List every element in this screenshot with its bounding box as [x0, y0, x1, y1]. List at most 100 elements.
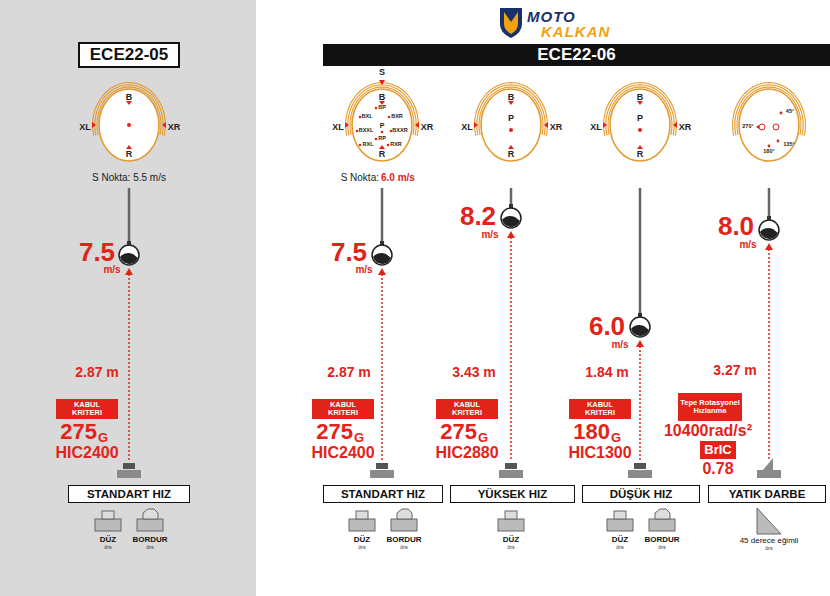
impact-arrow: [508, 101, 514, 105]
test-name-box: DÜŞÜK HIZ: [582, 485, 700, 503]
acceleration-limit: 275: [440, 421, 477, 443]
unit-label: G: [478, 431, 488, 444]
impact-point: [638, 128, 642, 132]
impact-point: [388, 116, 391, 119]
impact-point: [375, 138, 378, 141]
impact-point: [359, 116, 362, 119]
speed-note: 6.0 m/s: [381, 173, 415, 183]
impact-point-label: R: [508, 150, 515, 159]
anvil-icon-kerb: [143, 509, 158, 519]
criteria-badge: KABUL KRITERI: [569, 399, 631, 419]
logo-shield-inner: [504, 12, 518, 34]
impact-point: [127, 123, 131, 127]
drop-height-line: [639, 346, 641, 460]
anvil-base: [757, 470, 781, 478]
helmet-shell: [372, 245, 392, 265]
impact-arrow: [508, 145, 514, 149]
impact-arrow: [379, 80, 385, 85]
helmet-shell-line: [475, 83, 548, 136]
impact-arrow: [603, 122, 607, 128]
anvil-subtitle: örs: [104, 545, 112, 551]
anvil-subtitle: örs: [146, 545, 154, 551]
rotational-limit: 10400rad/s²: [664, 423, 752, 439]
anvil-icon: [649, 509, 675, 531]
drop-arrow: [507, 231, 515, 238]
speed-unit: m/s: [739, 240, 756, 250]
anvil-icon: [757, 508, 781, 534]
anvil-name: BORDUR: [644, 536, 679, 544]
hic-limit: HIC1300: [568, 445, 631, 461]
test-name-box: YÜKSEK HIZ: [450, 485, 575, 503]
anvil-icon-base: [607, 519, 633, 531]
impact-arrow: [126, 145, 132, 149]
helmet-visor: [760, 228, 778, 239]
acceleration-limit: 275: [316, 421, 353, 443]
impact-point-label: 270°: [742, 124, 753, 130]
anvil-icon-base: [349, 519, 375, 531]
box-text: KABUL KRITERI: [58, 401, 116, 417]
impact-point-label: 180°: [763, 149, 774, 155]
anvil-top: [123, 463, 135, 469]
anvil-subtitle: örs: [616, 545, 624, 551]
drop-height: 3.43 m: [452, 365, 496, 379]
box-text: STANDART HIZ: [87, 488, 171, 500]
box-text: YATIK DARBE: [729, 488, 806, 500]
helmet-shell: [630, 317, 650, 337]
head-outline: [99, 89, 159, 161]
helmet-icon: [501, 204, 521, 228]
head-outline: [610, 89, 670, 161]
drop-height-line: [768, 249, 770, 460]
impact-arrow: [544, 122, 548, 128]
anvil-icon-slope: [757, 508, 781, 534]
anvil-top: [376, 463, 388, 469]
anvil-top: [505, 463, 517, 469]
anvil-base: [499, 470, 523, 478]
anvil-icon-top: [505, 511, 517, 519]
impact-arrow: [673, 122, 677, 128]
impact-point-label: R: [637, 150, 644, 159]
helmet-icon: [759, 216, 779, 240]
test-name-box: YATIK DARBE: [708, 485, 826, 503]
helmet-icon: [630, 313, 650, 337]
logo-text: MOTO: [527, 9, 576, 24]
anvil-subtitle: örs: [507, 545, 515, 551]
impact-speed: 7.5: [79, 239, 115, 265]
impact-point-label: R: [126, 150, 133, 159]
anvil-icon-base: [498, 519, 524, 531]
impact-zone: [773, 124, 779, 130]
drop-height: 2.87 m: [75, 365, 119, 379]
impact-point-label: 135°: [783, 142, 794, 148]
helmet-icon: [372, 241, 392, 265]
anvil-icon: [137, 509, 163, 531]
unit-label: G: [98, 431, 108, 444]
drop-rod: [128, 188, 131, 243]
impact-arrow: [379, 145, 385, 149]
unit-label: G: [611, 431, 621, 444]
helmet-shell-line: [346, 83, 419, 136]
box-text: KABUL KRITERI: [438, 401, 496, 417]
criteria-badge: KABUL KRITERI: [312, 399, 374, 419]
impact-speed: 6.0: [589, 313, 625, 339]
acceleration-limit: 180: [573, 421, 610, 443]
impact-speed: 8.2: [460, 203, 496, 229]
helmet-visor: [373, 253, 391, 264]
anvil-icon-kerb: [397, 509, 412, 519]
test-anvil: [757, 458, 781, 478]
criteria-badge: KABUL KRITERI: [56, 399, 118, 419]
helmet-shell: [501, 208, 521, 228]
impact-arrow: [162, 122, 166, 128]
hic-limit: HIC2400: [55, 445, 118, 461]
test-name-box: STANDART HIZ: [68, 485, 190, 503]
anvil-icon: [391, 509, 417, 531]
anvil-name: BORDUR: [132, 536, 167, 544]
anvil-name: DÜZ: [100, 536, 116, 544]
anvil-icon: [498, 511, 524, 531]
impact-arrow: [637, 101, 643, 105]
drop-arrow: [636, 340, 644, 347]
impact-arrow: [415, 122, 419, 128]
impact-point-label: XR: [550, 123, 563, 132]
anvil-base: [628, 470, 652, 478]
impact-point: [768, 145, 771, 148]
impact-point: [356, 130, 359, 133]
drop-height-line: [381, 274, 383, 460]
